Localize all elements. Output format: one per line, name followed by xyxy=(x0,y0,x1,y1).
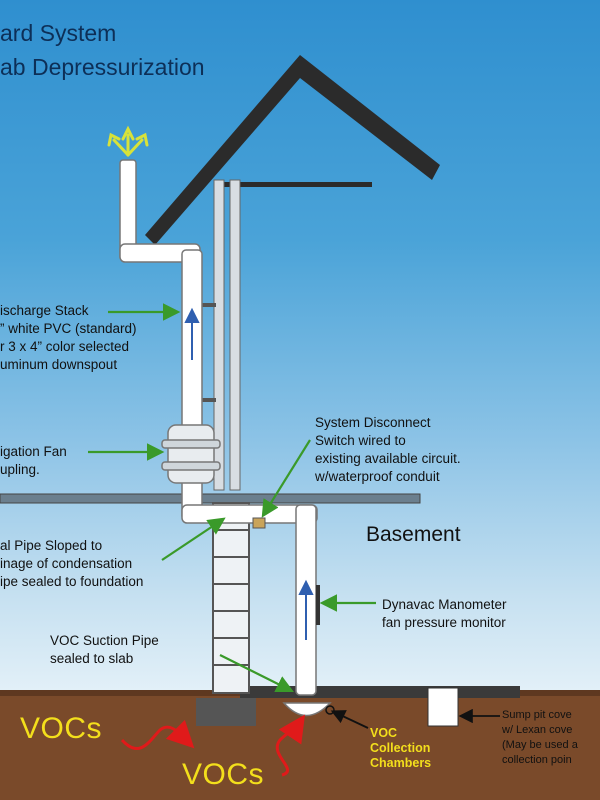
flow-direction-arrow-icon xyxy=(184,307,314,640)
label-vocs-left: VOCs xyxy=(20,712,103,745)
foundation-footing xyxy=(196,698,256,726)
title-line-2: ab Depressurization xyxy=(0,54,205,80)
roof xyxy=(145,55,440,245)
voc-arrow-icon xyxy=(120,714,305,777)
label-manometer: Dynavac Manometer fan pressure monitor xyxy=(382,597,507,630)
label-sump-pit: Sump pit cove w/ Lexan cove (May be used… xyxy=(502,709,578,766)
wall-stud xyxy=(213,179,225,491)
wall-stud xyxy=(229,179,241,491)
pvc-pipe-system xyxy=(119,159,332,717)
label-system-disconnect: System Disconnect Switch wired to existi… xyxy=(315,415,461,484)
title-line-1: ard System xyxy=(0,20,117,46)
basement-slab xyxy=(240,686,520,698)
label-voc-collection-chambers: VOC Collection Chambers xyxy=(370,726,432,770)
foundation-wall xyxy=(212,502,250,694)
callout-arrow-icon xyxy=(330,708,500,729)
label-voc-suction-pipe: VOC Suction Pipe sealed to slab xyxy=(50,633,159,666)
disconnect-switch xyxy=(252,517,266,529)
label-vocs-bottom: VOCs xyxy=(182,758,265,791)
label-discharge-stack: ischarge Stack ” white PVC (standard) r … xyxy=(0,303,137,372)
label-basement: Basement xyxy=(366,523,461,546)
sump-pit xyxy=(427,687,459,727)
floor-deck xyxy=(0,493,421,504)
label-mitigation-fan: igation Fan upling. xyxy=(0,444,67,477)
exhaust-arrows-icon xyxy=(107,125,149,157)
callout-arrow-icon xyxy=(88,303,376,692)
manometer xyxy=(316,585,320,625)
label-horizontal-pipe: al Pipe Sloped to inage of condensation … xyxy=(0,538,144,589)
